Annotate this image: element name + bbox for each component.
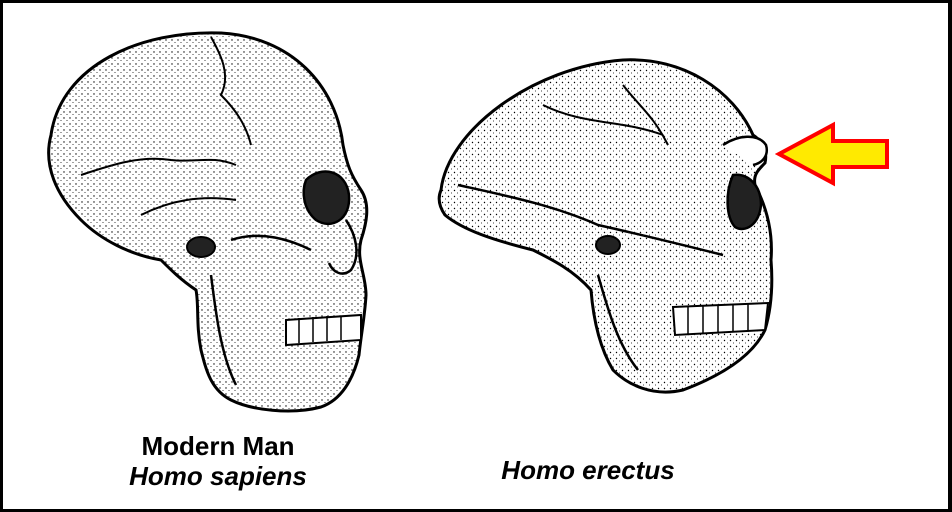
arrow-left-icon: [775, 121, 893, 187]
homo-erectus-skull: [423, 45, 783, 425]
caption-species-sapiens: Homo sapiens: [93, 461, 343, 491]
caption-homo-sapiens: Modern Man Homo sapiens: [93, 431, 343, 491]
caption-homo-erectus: Homo erectus: [458, 455, 718, 485]
caption-common-name: Modern Man: [93, 431, 343, 461]
caption-species-erectus: Homo erectus: [458, 455, 718, 485]
homo-sapiens-skull: [21, 15, 381, 425]
